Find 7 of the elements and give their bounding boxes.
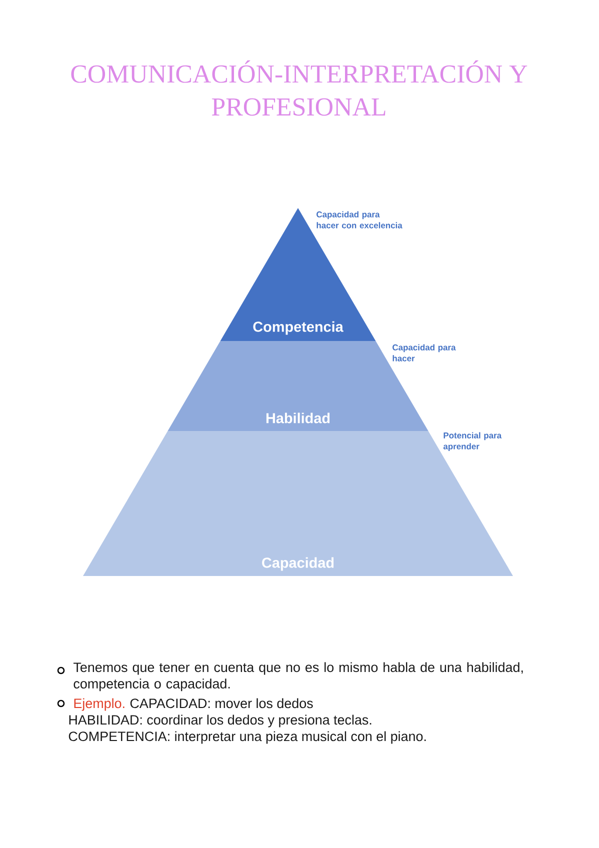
highlight-word: Ejemplo. <box>74 698 124 711</box>
title: COMUNICACIÓN-INTERPRETACIÓN Y PROFESIONAL <box>71 60 528 116</box>
example-text: COMPETENCIA: interpretar una pieza musical con el piano. <box>68 731 426 744</box>
example-text: HABILIDAD: coordinar los dedos y presiona teclas. <box>69 714 372 728</box>
level-caption: Potencial para aprender <box>443 432 502 452</box>
note-text: Tenemos que tener en cuenta que no es lo mismo habla de una habilidad, competencia o capacidad. <box>74 662 523 692</box>
example-text: CAPACIDAD: mover los dedos <box>130 698 313 708</box>
